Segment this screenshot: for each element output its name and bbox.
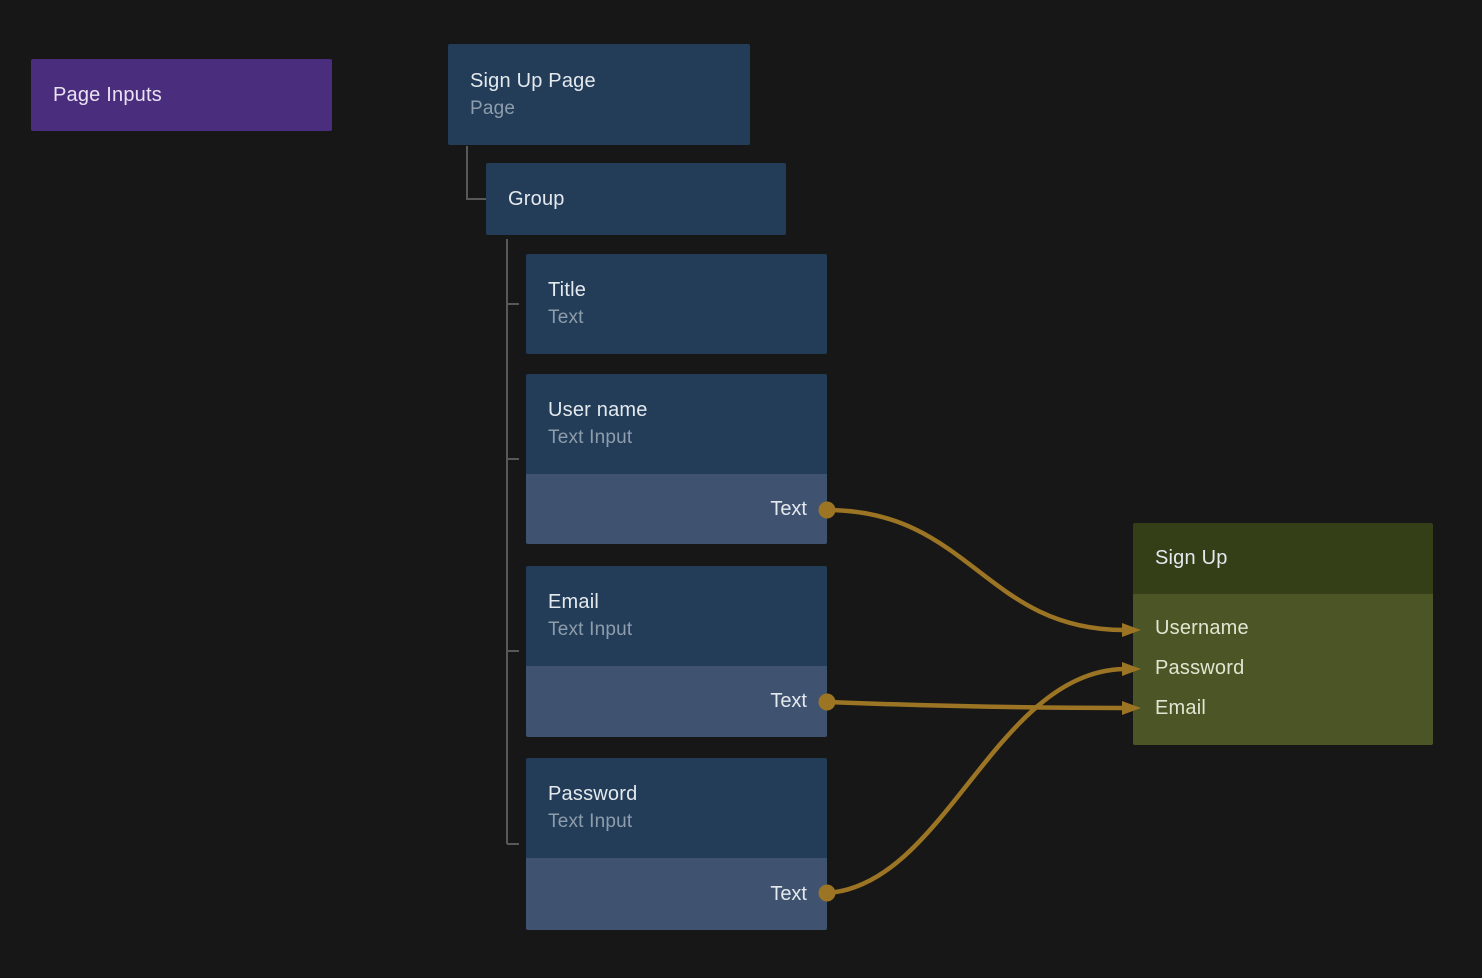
page-inputs-node[interactable]: Page Inputs: [31, 59, 332, 131]
node-title: Group: [508, 187, 565, 210]
output-port-label: Text: [770, 690, 807, 712]
node-user-name[interactable]: User name Text Input Text: [526, 374, 827, 544]
node-header: User name Text Input: [526, 374, 827, 474]
node-sign-up[interactable]: Sign Up Username Password Email: [1133, 523, 1433, 745]
node-type-label: Text Input: [548, 811, 633, 833]
connection-wire-username[interactable]: [826, 507, 1141, 637]
node-title: Title: [548, 279, 587, 302]
node-type-label: Text Input: [548, 619, 633, 641]
input-label: Email: [1155, 696, 1207, 719]
tree-connector-line: [466, 146, 486, 200]
signup-inputs-body: Username Password Email: [1133, 594, 1433, 745]
node-title-text[interactable]: Title Text: [526, 254, 827, 354]
node-sign-up-page[interactable]: Sign Up Page Page: [448, 44, 750, 145]
node-title: Email: [548, 591, 600, 614]
output-port-label: Text: [770, 882, 807, 905]
connection-wire-email[interactable]: [826, 699, 1141, 715]
node-type-label: Text: [548, 307, 584, 329]
node-header: Sign Up: [1133, 523, 1433, 594]
output-port-row[interactable]: Text: [526, 858, 827, 930]
output-port-dot[interactable]: [818, 884, 836, 902]
node-header: Password Text Input: [526, 758, 827, 858]
input-label: Username: [1155, 616, 1249, 639]
input-label: Password: [1155, 656, 1245, 679]
node-header: Email Text Input: [526, 566, 827, 666]
input-arrow-icon: [1122, 623, 1141, 637]
output-port-row[interactable]: Text: [526, 666, 827, 737]
node-email[interactable]: Email Text Input Text: [526, 566, 827, 737]
node-group[interactable]: Group: [486, 163, 786, 235]
input-arrow-icon: [1122, 701, 1141, 715]
output-port-row[interactable]: Text: [526, 474, 827, 544]
input-row-username[interactable]: Username: [1133, 608, 1433, 648]
input-row-password[interactable]: Password: [1133, 648, 1433, 688]
node-title: Sign Up: [1155, 547, 1228, 569]
output-port-label: Text: [770, 497, 807, 520]
connection-wire-password[interactable]: [826, 662, 1141, 896]
tree-connector-line: [506, 239, 519, 845]
node-title: Password: [548, 783, 638, 806]
input-row-email[interactable]: Email: [1133, 688, 1433, 728]
node-type-label: Page: [470, 97, 516, 119]
node-title: User name: [548, 399, 648, 422]
output-port-dot[interactable]: [818, 693, 836, 711]
node-title: Sign Up Page: [470, 69, 596, 92]
page-inputs-label: Page Inputs: [53, 83, 162, 106]
node-type-label: Text Input: [548, 427, 633, 449]
output-port-dot[interactable]: [818, 501, 836, 519]
input-arrow-icon: [1122, 662, 1141, 676]
node-password[interactable]: Password Text Input Text: [526, 758, 827, 930]
